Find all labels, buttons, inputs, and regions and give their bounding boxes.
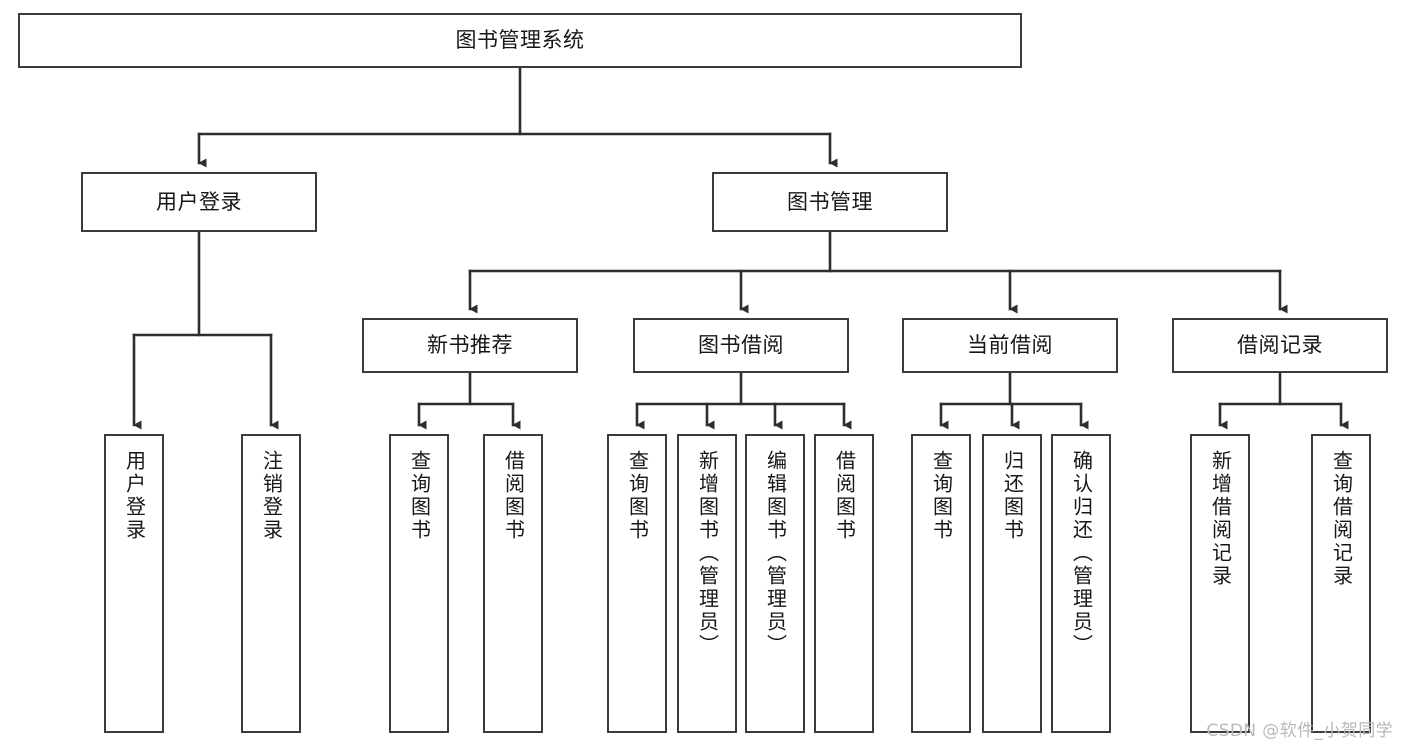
node-leaf-confirm-return[interactable]: 确认归还（管理员） bbox=[1051, 434, 1111, 733]
node-leaf-return-book[interactable]: 归还图书 bbox=[982, 434, 1042, 733]
node-new-book-recommend-label: 新书推荐 bbox=[427, 333, 513, 358]
node-leaf-query-book-rec-label: 查询图书 bbox=[407, 450, 432, 542]
node-leaf-add-book[interactable]: 新增图书（管理员） bbox=[677, 434, 737, 733]
node-current-borrow[interactable]: 当前借阅 bbox=[902, 318, 1118, 373]
node-leaf-borrow-book-label: 借阅图书 bbox=[832, 450, 857, 542]
node-leaf-add-book-label: 新增图书（管理员） bbox=[695, 450, 720, 657]
node-book-manage[interactable]: 图书管理 bbox=[712, 172, 948, 232]
node-user-login-label: 用户登录 bbox=[156, 189, 242, 214]
node-leaf-query-book-current-label: 查询图书 bbox=[929, 450, 954, 542]
node-leaf-query-borrow-record[interactable]: 查询借阅记录 bbox=[1311, 434, 1371, 733]
node-borrow-record-label: 借阅记录 bbox=[1237, 333, 1323, 358]
csdn-watermark: CSDN @软件_小贺同学 bbox=[1206, 721, 1393, 741]
node-leaf-return-book-label: 归还图书 bbox=[1000, 450, 1025, 542]
node-user-login[interactable]: 用户登录 bbox=[81, 172, 317, 232]
node-book-borrow-label: 图书借阅 bbox=[698, 333, 784, 358]
node-leaf-borrow-book[interactable]: 借阅图书 bbox=[814, 434, 874, 733]
node-leaf-borrow-book-rec[interactable]: 借阅图书 bbox=[483, 434, 543, 733]
node-new-book-recommend[interactable]: 新书推荐 bbox=[362, 318, 578, 373]
node-leaf-borrow-book-rec-label: 借阅图书 bbox=[501, 450, 526, 542]
node-book-manage-label: 图书管理 bbox=[787, 189, 873, 214]
node-leaf-user-login[interactable]: 用户登录 bbox=[104, 434, 164, 733]
node-leaf-user-login-label: 用户登录 bbox=[122, 450, 147, 542]
node-leaf-query-borrow-record-label: 查询借阅记录 bbox=[1329, 450, 1354, 588]
node-current-borrow-label: 当前借阅 bbox=[967, 333, 1053, 358]
node-leaf-query-book-borrow-label: 查询图书 bbox=[625, 450, 650, 542]
node-leaf-query-book-borrow[interactable]: 查询图书 bbox=[607, 434, 667, 733]
node-leaf-confirm-return-label: 确认归还（管理员） bbox=[1069, 450, 1094, 657]
node-leaf-add-borrow-record[interactable]: 新增借阅记录 bbox=[1190, 434, 1250, 733]
node-leaf-query-book-current[interactable]: 查询图书 bbox=[911, 434, 971, 733]
node-book-borrow[interactable]: 图书借阅 bbox=[633, 318, 849, 373]
node-leaf-user-logout-label: 注销登录 bbox=[259, 450, 284, 542]
node-leaf-query-book-rec[interactable]: 查询图书 bbox=[389, 434, 449, 733]
node-leaf-add-borrow-record-label: 新增借阅记录 bbox=[1208, 450, 1233, 588]
node-leaf-user-logout[interactable]: 注销登录 bbox=[241, 434, 301, 733]
node-leaf-edit-book[interactable]: 编辑图书（管理员） bbox=[745, 434, 805, 733]
node-root-label: 图书管理系统 bbox=[455, 28, 585, 53]
node-root[interactable]: 图书管理系统 bbox=[18, 13, 1022, 68]
node-borrow-record[interactable]: 借阅记录 bbox=[1172, 318, 1388, 373]
node-leaf-edit-book-label: 编辑图书（管理员） bbox=[763, 450, 788, 657]
